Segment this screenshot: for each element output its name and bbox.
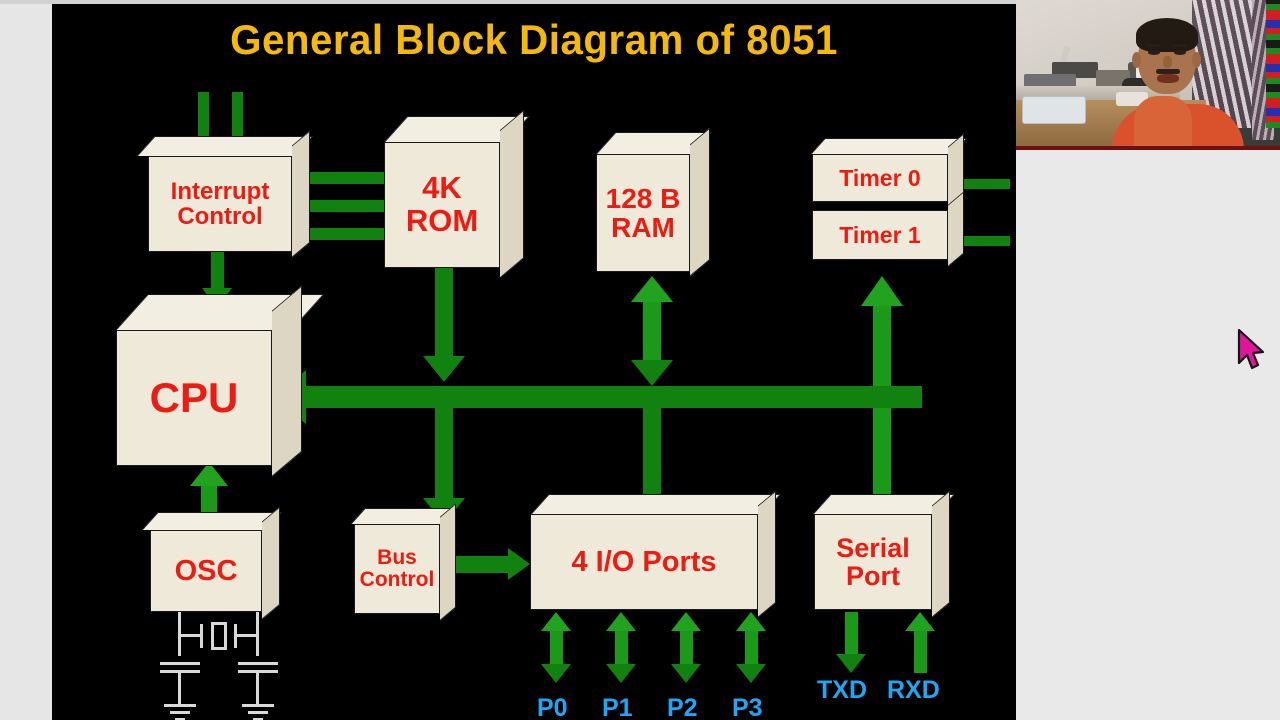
webcam-color-strip <box>1266 0 1280 128</box>
webcam-presenter-nose <box>1163 56 1172 68</box>
port-label-rxd: RXD <box>887 676 940 704</box>
block-timer1-label: Timer 1 <box>839 221 921 248</box>
port-label-p1: P1 <box>602 694 633 720</box>
webcam-presenter-ear-right <box>1192 52 1201 68</box>
interrupt-control-top-face <box>136 136 314 156</box>
block-cpu-label: CPU <box>149 373 239 421</box>
window-top-edge <box>0 0 1280 4</box>
block-io-ports[interactable]: 4 I/O Ports <box>530 514 758 610</box>
webcam-presenter-ear-left <box>1132 52 1141 68</box>
webcam-bottom-border <box>1016 146 1280 150</box>
webcam-presenter-moustache <box>1156 69 1180 74</box>
webcam-presenter-eye-right <box>1174 50 1186 55</box>
timer1-right-face <box>948 191 964 267</box>
webcam-desk-item-4 <box>1022 96 1086 124</box>
port-label-txd: TXD <box>817 676 867 704</box>
page-title: General Block Diagram of 8051 <box>230 16 838 63</box>
webcam-presenter-eye-left <box>1148 50 1160 55</box>
webcam-presenter-hair <box>1136 18 1198 52</box>
rom-right-face <box>500 109 524 279</box>
interrupt-control-right-face <box>292 130 310 258</box>
slide-canvas: General Block Diagram of 8051 <box>52 4 1016 720</box>
io-ports-right-face <box>758 490 776 618</box>
mouse-cursor <box>1237 328 1265 370</box>
timer0-top-face <box>810 138 968 154</box>
block-osc-label: OSC <box>174 554 238 587</box>
osc-right-face <box>262 506 280 620</box>
webcam-presenter-brow-right <box>1172 44 1187 47</box>
webcam-presenter-neck <box>1134 96 1192 150</box>
port-label-p3: P3 <box>732 694 763 720</box>
right-gutter <box>1016 150 1280 720</box>
block-cpu[interactable]: CPU <box>116 330 272 466</box>
block-timer0-label: Timer 0 <box>839 164 921 191</box>
serial-port-right-face <box>932 490 950 618</box>
ram-right-face <box>690 127 710 277</box>
io-ports-top-face <box>530 494 782 514</box>
block-osc[interactable]: OSC <box>150 530 262 612</box>
presenter-webcam-overlay[interactable] <box>1016 0 1280 150</box>
block-io-ports-label: 4 I/O Ports <box>571 545 717 578</box>
port-label-p0: P0 <box>537 694 568 720</box>
left-gutter <box>0 4 52 720</box>
cpu-right-face <box>272 285 302 477</box>
block-timer0[interactable]: Timer 0 <box>812 154 948 202</box>
bus-control-right-face <box>440 503 456 621</box>
port-label-p2: P2 <box>667 694 698 720</box>
webcam-desk-item-3 <box>1096 70 1130 90</box>
webcam-presenter-brow-left <box>1146 44 1161 47</box>
block-timer1[interactable]: Timer 1 <box>812 210 948 260</box>
webcam-presenter-mouth <box>1157 74 1179 83</box>
